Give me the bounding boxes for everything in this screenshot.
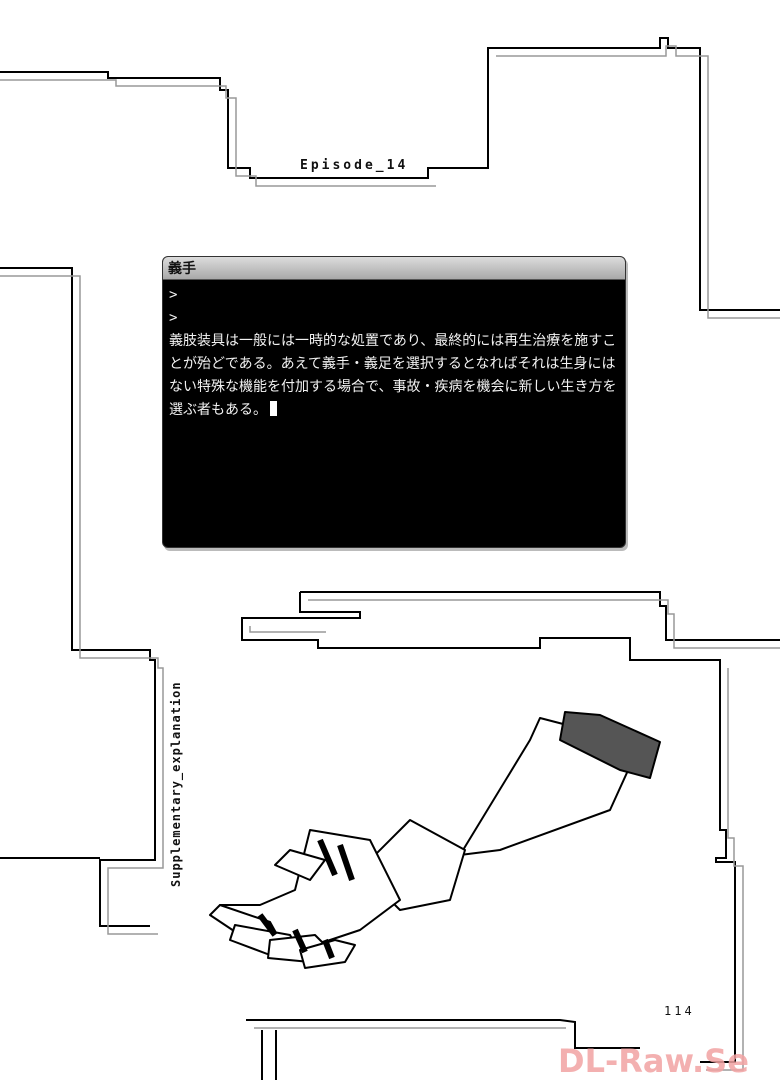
terminal-window: 義手 > > 義肢装具は一般には一時的な処置であり、最終的には再生治療を施すこと… (162, 256, 626, 548)
prompt-line: > (169, 287, 178, 303)
text-cursor-icon (270, 401, 277, 416)
supplementary-label: Supplementary_explanation (169, 681, 183, 887)
prosthetic-arm-icon (209, 711, 661, 969)
episode-label: Episode_14 (300, 158, 409, 173)
terminal-output-content: 義肢装具は一般には一時的な処置であり、最終的には再生治療を施すことが殆どである。… (169, 333, 617, 418)
watermark: DL-Raw.Se (558, 1042, 749, 1080)
prompt-line: > (169, 310, 178, 326)
page-number: 114 (664, 1004, 695, 1018)
terminal-titlebar: 義手 (163, 257, 625, 280)
terminal-title: 義手 (168, 261, 196, 277)
terminal-body: > > 義肢装具は一般には一時的な処置であり、最終的には再生治療を施すことが殆ど… (163, 280, 625, 426)
terminal-output-text: 義肢装具は一般には一時的な処置であり、最終的には再生治療を施すことが殆どである。… (169, 330, 619, 422)
